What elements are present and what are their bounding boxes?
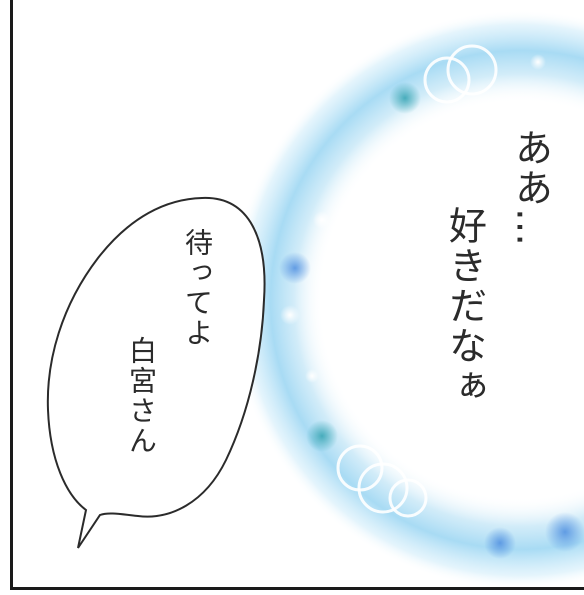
panel-border-left [10, 0, 13, 590]
monologue-line-1: ああ… [508, 128, 553, 248]
sparkles [279, 54, 584, 559]
bokeh-rings [336, 44, 498, 518]
panel-border-bottom [10, 587, 584, 590]
speech-bubble-line-1: 待ってよ [181, 228, 214, 348]
speech-bubble-line-2: 白宮さん [125, 336, 158, 456]
monologue-line-2: 好きだなぁ [442, 206, 487, 406]
speech-bubble-shape [46, 196, 266, 549]
